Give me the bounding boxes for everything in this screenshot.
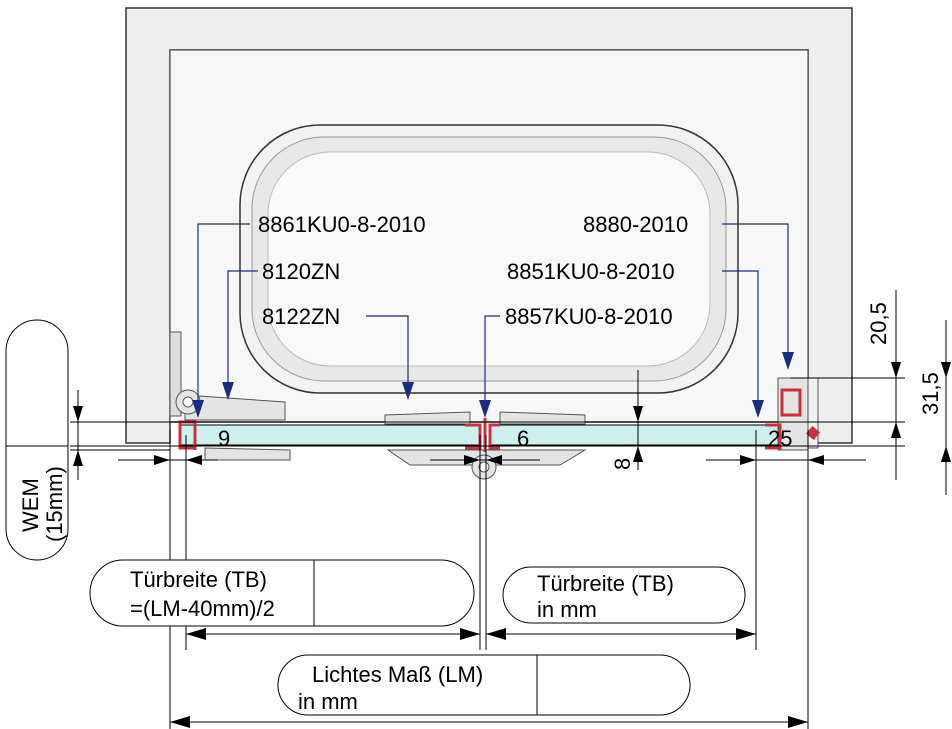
part-label-right-seal: 8851KU0-8-2010 xyxy=(507,259,675,284)
hardware xyxy=(175,377,819,480)
overall-label-2: in mm xyxy=(298,689,358,714)
left-door-label-1: Türbreite (TB) xyxy=(130,567,267,592)
wem-sub-label: (15mm) xyxy=(42,466,67,542)
center-clamp-top-r xyxy=(499,411,586,425)
shower-tray xyxy=(239,124,739,394)
seal-profiles xyxy=(178,388,821,452)
right-door-label-1: Türbreite (TB) xyxy=(537,571,674,596)
part-label-center-clamp: 8122ZN xyxy=(262,304,340,329)
part-leaders xyxy=(192,223,794,418)
part-label-left-clamp: 8120ZN xyxy=(262,259,340,284)
part-label-hinge: 8861KU0-8-2010 xyxy=(258,212,426,237)
part-label-wall-profile: 8880-2010 xyxy=(583,212,688,237)
glass-right xyxy=(489,424,781,446)
gap-left-value: 9 xyxy=(218,426,230,451)
overall-label-1: Lichtes Maß (LM) xyxy=(312,662,483,687)
width-dimensions xyxy=(170,628,808,728)
depth-total-value: 31,5 xyxy=(918,372,943,415)
wem-label: WEM xyxy=(18,478,43,532)
wall-plate-left xyxy=(169,331,182,417)
reference-lines xyxy=(70,377,905,729)
glass-offset-value: 8 xyxy=(610,458,635,470)
left-door-label-2: =(LM-40mm)/2 xyxy=(130,596,275,621)
depth-top-value: 20,5 xyxy=(866,302,891,345)
left-door-box[interactable]: Türbreite (TB) =(LM-40mm)/2 xyxy=(89,559,475,627)
hinge-lower xyxy=(204,447,291,461)
right-door-box[interactable]: Türbreite (TB) in mm xyxy=(502,566,746,624)
overall-box[interactable]: Lichtes Maß (LM) in mm xyxy=(277,654,691,716)
gap-right-value: 25 xyxy=(768,426,792,451)
part-label-center-seal: 8857KU0-8-2010 xyxy=(505,304,673,329)
gap-center-value: 6 xyxy=(517,426,529,451)
wem-box: WEM (15mm) xyxy=(5,319,69,561)
right-door-label-2: in mm xyxy=(537,597,597,622)
depth-dimensions xyxy=(73,290,951,495)
gap-dimensions xyxy=(118,455,866,465)
